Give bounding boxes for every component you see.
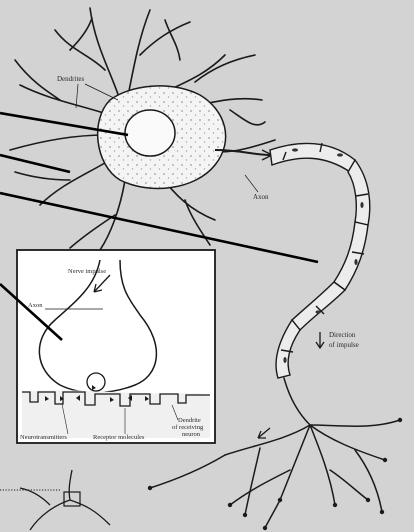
synaptic-vesicle <box>87 373 105 391</box>
label-of-impulse: of impulse <box>329 341 359 349</box>
synapse-inset <box>17 250 215 443</box>
nucleus <box>125 110 175 156</box>
inset-label-axon: Axon <box>28 302 43 309</box>
inset-label-dendrite: Dendrite <box>178 417 201 424</box>
inset-label-of-receiving: of receiving <box>172 424 204 431</box>
inset-label-neuron: neuron <box>182 431 201 438</box>
inset-label-neurotransmitters: Neurotransmitters <box>20 434 67 441</box>
inset-label-receptor-molecules: Receptor molecules <box>93 434 145 441</box>
label-axon: Axon <box>253 193 269 201</box>
inset-label-nerve-impulse: Nerve impulse <box>68 268 106 275</box>
label-direction: Direction <box>329 331 356 339</box>
label-dendrites: Dendrites <box>57 75 84 83</box>
